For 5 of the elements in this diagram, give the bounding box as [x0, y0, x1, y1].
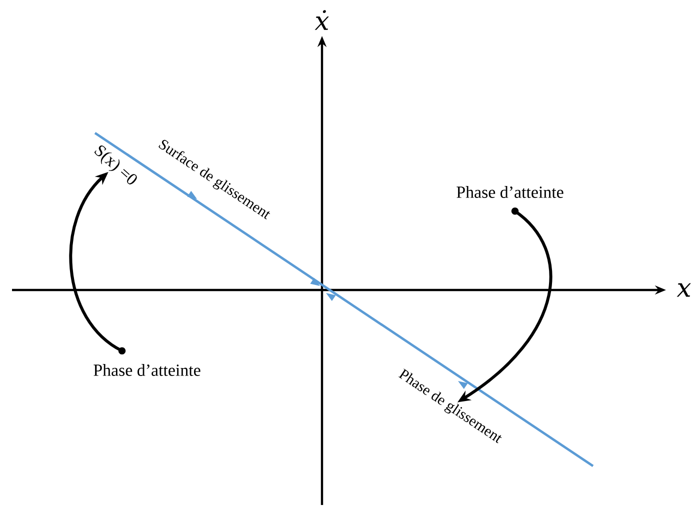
phase-label: Phase d’atteinte — [456, 186, 564, 198]
axis-label: ẋ — [314, 10, 329, 30]
equation-label: S(x) =0 — [94, 145, 137, 184]
axis-label: x — [676, 283, 691, 297]
phase-label: Phase d’atteinte — [94, 364, 200, 376]
